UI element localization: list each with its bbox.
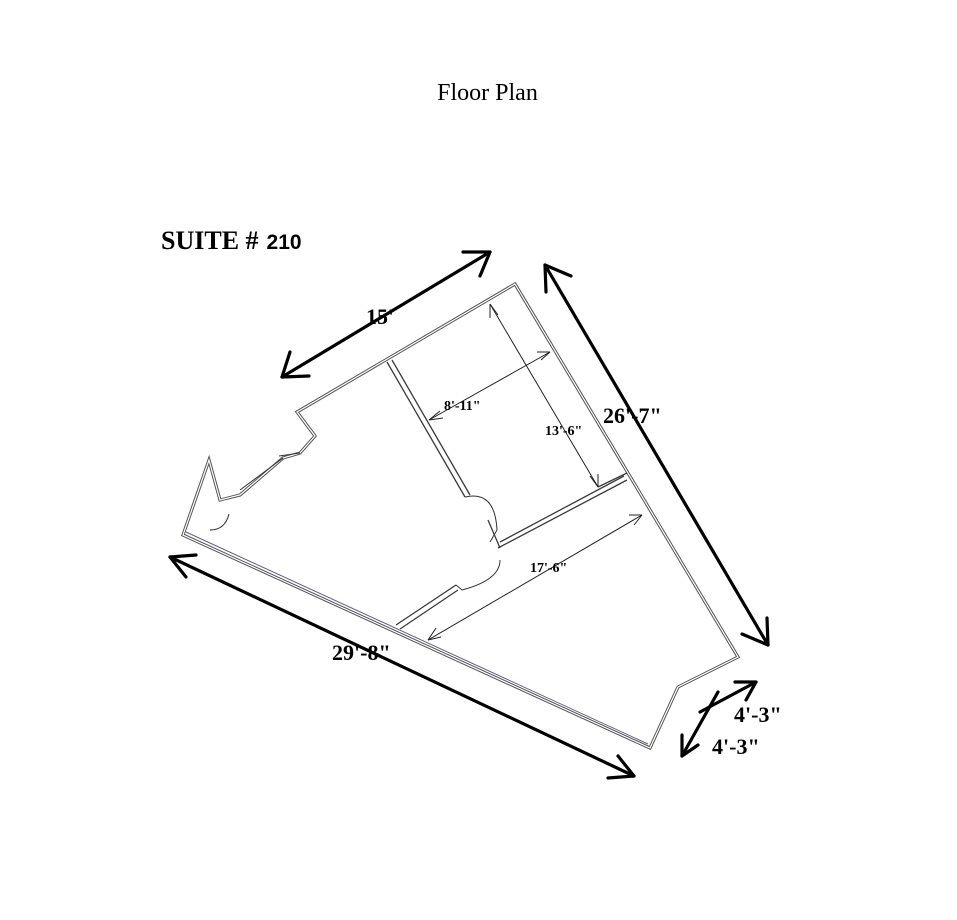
suite-number: 210 xyxy=(266,231,302,254)
dim-bottom-length: 29'-8" xyxy=(332,640,391,665)
suite-label: SUITE # 210 xyxy=(161,226,302,256)
exterior-dimension-arrows xyxy=(168,250,770,780)
interior-dimension-arrows xyxy=(427,303,643,641)
dim-room-width: 17'-6" xyxy=(530,561,567,576)
suite-label-text: SUITE # xyxy=(161,226,259,255)
dim-office-depth: 13'-6" xyxy=(545,424,582,439)
dim-top-width: 15' xyxy=(366,304,394,329)
exterior-walls xyxy=(181,281,741,751)
dim-corner-b: 4'-3" xyxy=(712,734,760,759)
page-title: Floor Plan xyxy=(437,80,538,106)
interior-walls xyxy=(386,359,628,630)
dim-corner-a: 4'-3" xyxy=(734,702,782,727)
dim-office-width: 8'-11" xyxy=(444,399,481,414)
door-swings xyxy=(209,452,501,591)
dim-right-length: 26'-7" xyxy=(603,403,662,428)
